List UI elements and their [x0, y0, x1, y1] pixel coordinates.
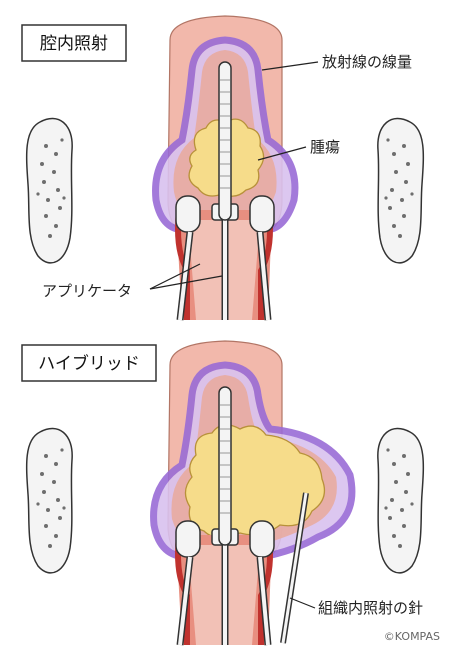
dose-label: 放射線の線量 [322, 53, 412, 71]
pelvic-bone-right [377, 117, 425, 264]
tumor-leader-line [257, 146, 307, 161]
title-box-intracavitary [21, 24, 127, 62]
tumor-label: 腫瘍 [310, 138, 340, 156]
pelvic-bone-right-2 [377, 427, 425, 574]
credit: ©KOMPAS [384, 630, 440, 643]
pelvic-bone-left [25, 117, 73, 264]
tandem-applicator [218, 61, 232, 221]
title-box-hybrid [21, 344, 157, 382]
tandem-applicator-2 [218, 386, 232, 546]
applicator-label: アプリケータ [42, 282, 132, 300]
needle-label: 組織内照射の針 [318, 599, 423, 617]
applicator-leader-line-2 [149, 275, 223, 290]
panel-intracavitary: 腔内照射 放射線の線量 腫瘍 アプリケータ [21, 15, 425, 320]
needle-leader-line [289, 597, 316, 609]
panel-hybrid: ハイブリッド 組織内照射の針 ©KOMPAS [21, 340, 440, 645]
title-intracavitary: 腔内照射 [40, 34, 108, 54]
applicator-leader-line-1 [149, 263, 201, 290]
dose-leader-line [261, 61, 319, 71]
title-hybrid: ハイブリッド [38, 353, 140, 374]
pelvic-bone-left-2 [25, 427, 73, 574]
